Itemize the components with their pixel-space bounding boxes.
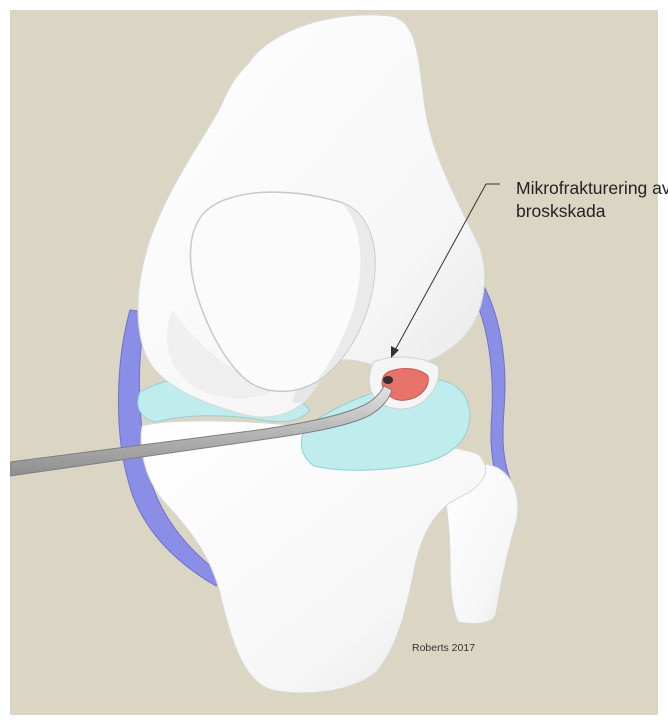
annotation-label-line-1: Mikrofrakturering av [516,177,668,199]
awl-tip-hole [383,376,393,384]
annotation-label-line-2: broskskada [516,200,606,222]
figure-credit: Roberts 2017 [412,642,475,654]
figure-canvas: Mikrofrakturering av broskskada Roberts … [10,10,658,715]
